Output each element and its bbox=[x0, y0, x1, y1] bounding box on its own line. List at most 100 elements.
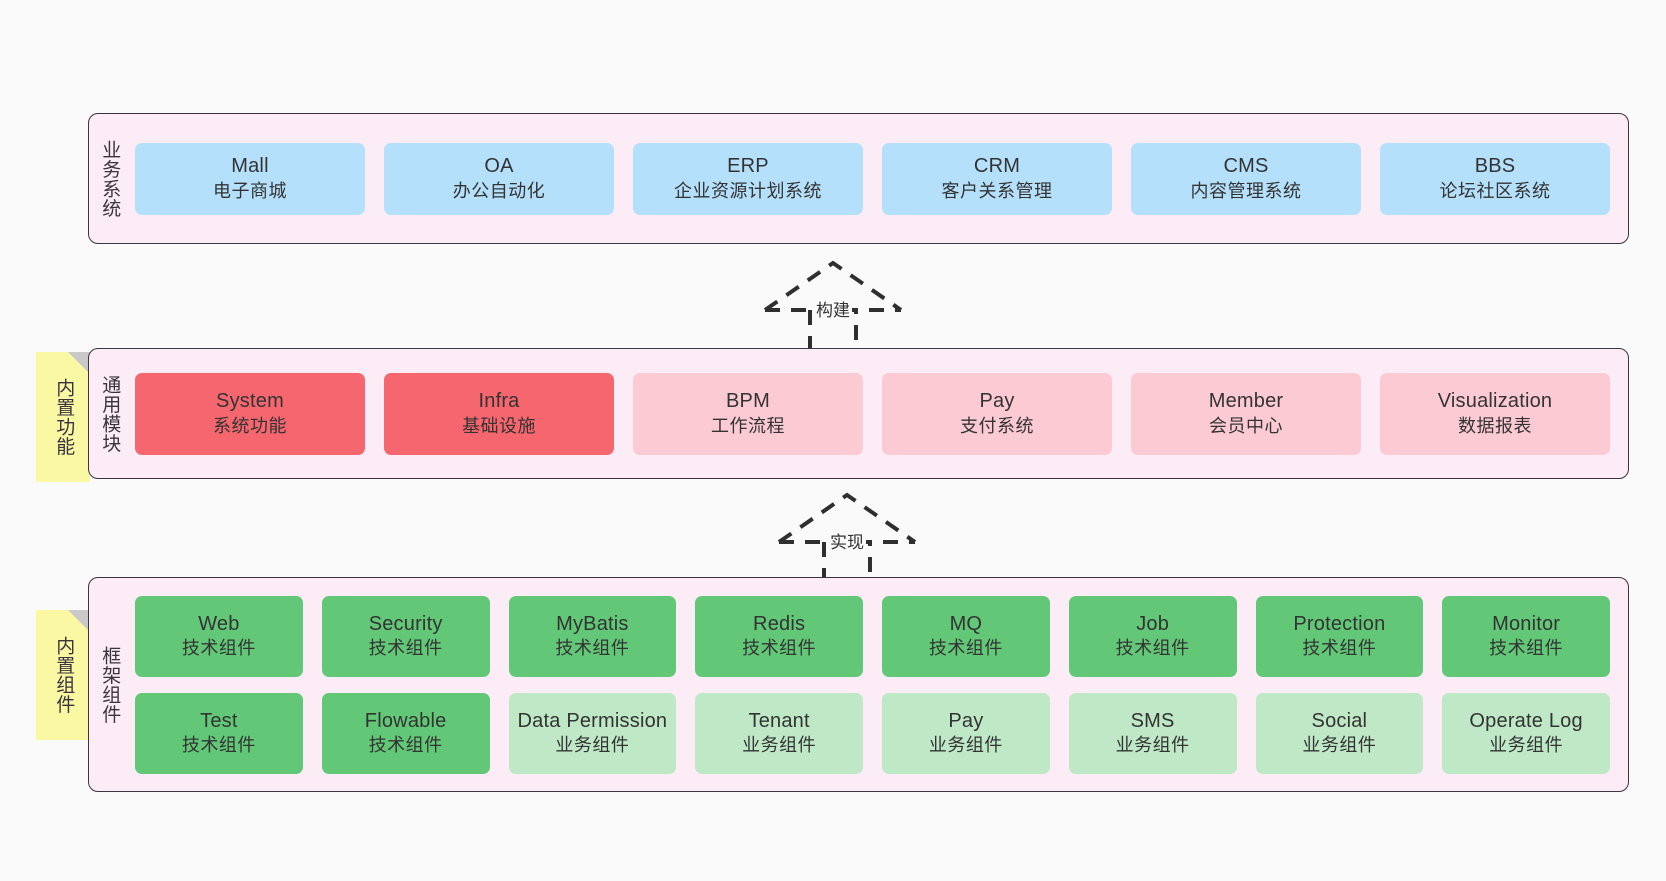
node-label-cn: 技术组件 bbox=[742, 638, 817, 659]
layer-title-framework: 框架组件 bbox=[99, 645, 121, 724]
node-mybatis[interactable]: MyBatis 技术组件 bbox=[508, 595, 677, 677]
node-label-cn: 技术组件 bbox=[368, 638, 443, 659]
node-label-cn: 业务组件 bbox=[742, 735, 817, 756]
node-label-en: Test bbox=[200, 709, 238, 732]
note-builtin-component: 内置组件 bbox=[36, 610, 90, 740]
node-label-cn: 业务组件 bbox=[1115, 735, 1190, 756]
node-row: Web 技术组件 Security 技术组件 MyBatis 技术组件 Redi… bbox=[135, 595, 1610, 677]
node-crm[interactable]: CRM 客户关系管理 bbox=[882, 142, 1112, 215]
node-label-en: SMS bbox=[1130, 709, 1175, 732]
node-label-en: ERP bbox=[727, 155, 769, 178]
layer-business-systems: 业务系统 Mall 电子商城 OA 办公自动化 ERP 企业资源计划系统 CRM… bbox=[88, 113, 1629, 244]
arrow-implement: 实现 bbox=[772, 490, 922, 590]
arrow-build: 构建 bbox=[758, 258, 908, 358]
node-row: Mall 电子商城 OA 办公自动化 ERP 企业资源计划系统 CRM 客户关系… bbox=[135, 142, 1610, 215]
node-label-en: Operate Log bbox=[1469, 709, 1583, 732]
layer-body-framework: Web 技术组件 Security 技术组件 MyBatis 技术组件 Redi… bbox=[129, 578, 1628, 791]
node-operate-log[interactable]: Operate Log 业务组件 bbox=[1442, 692, 1610, 774]
node-label-cn: 数据报表 bbox=[1458, 415, 1532, 436]
arrow-head-outline bbox=[777, 492, 917, 544]
node-mq[interactable]: MQ 技术组件 bbox=[882, 595, 1050, 677]
node-redis[interactable]: Redis 技术组件 bbox=[695, 595, 863, 677]
node-row: System 系统功能 Infra 基础设施 BPM 工作流程 Pay 支付系统… bbox=[135, 372, 1610, 455]
node-member[interactable]: Member 会员中心 bbox=[1131, 372, 1361, 455]
node-label-en: System bbox=[216, 390, 284, 413]
node-security[interactable]: Security 技术组件 bbox=[321, 595, 490, 677]
node-bpm[interactable]: BPM 工作流程 bbox=[633, 372, 863, 455]
node-tenant[interactable]: Tenant 业务组件 bbox=[695, 692, 863, 774]
arrow-label-implement: 实现 bbox=[828, 528, 866, 553]
node-label-en: Data Permission bbox=[517, 709, 668, 732]
node-data-permission[interactable]: Data Permission 业务组件 bbox=[508, 692, 677, 774]
node-label-en: MyBatis bbox=[556, 612, 629, 635]
node-label-en: Tenant bbox=[748, 709, 810, 732]
node-oa[interactable]: OA 办公自动化 bbox=[384, 142, 614, 215]
node-erp[interactable]: ERP 企业资源计划系统 bbox=[633, 142, 863, 215]
node-row: Test 技术组件 Flowable 技术组件 Data Permission … bbox=[135, 692, 1610, 774]
node-job[interactable]: Job 技术组件 bbox=[1068, 595, 1237, 677]
node-label-cn: 技术组件 bbox=[181, 638, 256, 659]
node-label-en: Protection bbox=[1293, 612, 1386, 635]
node-label-cn: 办公自动化 bbox=[452, 180, 546, 201]
node-label-cn: 业务组件 bbox=[555, 735, 630, 756]
node-pay-component[interactable]: Pay 业务组件 bbox=[882, 692, 1050, 774]
node-label-cn: 技术组件 bbox=[928, 638, 1003, 659]
node-mall[interactable]: Mall 电子商城 bbox=[135, 142, 365, 215]
layer-title-business: 业务系统 bbox=[99, 139, 121, 218]
node-label-en: Pay bbox=[948, 709, 984, 732]
layer-common-modules: 通用模块 System 系统功能 Infra 基础设施 BPM 工作流程 Pay… bbox=[88, 348, 1629, 479]
node-web[interactable]: Web 技术组件 bbox=[135, 595, 303, 677]
node-label-cn: 技术组件 bbox=[1302, 638, 1377, 659]
node-label-en: Mall bbox=[231, 155, 269, 178]
layer-framework-components: 框架组件 Web 技术组件 Security 技术组件 MyBatis 技术组件… bbox=[88, 577, 1629, 792]
node-label-en: MQ bbox=[949, 612, 983, 635]
node-label-cn: 内容管理系统 bbox=[1190, 180, 1302, 201]
node-label-en: Social bbox=[1311, 709, 1368, 732]
node-label-cn: 系统功能 bbox=[213, 415, 287, 436]
node-label-en: BBS bbox=[1474, 155, 1516, 178]
node-label-cn: 业务组件 bbox=[1302, 735, 1377, 756]
arrow-label-build: 构建 bbox=[814, 296, 852, 321]
node-label-cn: 基础设施 bbox=[462, 415, 536, 436]
node-bbs[interactable]: BBS 论坛社区系统 bbox=[1380, 142, 1610, 215]
node-cms[interactable]: CMS 内容管理系统 bbox=[1131, 142, 1361, 215]
node-label-en: Infra bbox=[478, 390, 520, 413]
node-pay-module[interactable]: Pay 支付系统 bbox=[882, 372, 1112, 455]
node-social[interactable]: Social 业务组件 bbox=[1255, 692, 1424, 774]
node-flowable[interactable]: Flowable 技术组件 bbox=[321, 692, 490, 774]
layer-body-modules: System 系统功能 Infra 基础设施 BPM 工作流程 Pay 支付系统… bbox=[129, 349, 1628, 478]
node-label-cn: 业务组件 bbox=[1489, 735, 1564, 756]
node-label-en: Member bbox=[1208, 390, 1284, 413]
node-sms[interactable]: SMS 业务组件 bbox=[1068, 692, 1237, 774]
node-label-cn: 客户关系管理 bbox=[941, 180, 1053, 201]
node-test[interactable]: Test 技术组件 bbox=[135, 692, 303, 774]
layer-body-business: Mall 电子商城 OA 办公自动化 ERP 企业资源计划系统 CRM 客户关系… bbox=[129, 114, 1628, 243]
node-infra[interactable]: Infra 基础设施 bbox=[384, 372, 614, 455]
node-label-cn: 支付系统 bbox=[960, 415, 1034, 436]
node-label-cn: 电子商城 bbox=[213, 180, 287, 201]
node-label-cn: 技术组件 bbox=[555, 638, 630, 659]
node-label-en: BPM bbox=[726, 390, 770, 413]
note-builtin-function: 内置功能 bbox=[36, 352, 90, 482]
node-label-en: Web bbox=[198, 612, 240, 635]
node-visualization[interactable]: Visualization 数据报表 bbox=[1380, 372, 1610, 455]
node-label-cn: 技术组件 bbox=[1489, 638, 1564, 659]
node-label-en: OA bbox=[484, 155, 514, 178]
node-label-cn: 论坛社区系统 bbox=[1439, 180, 1551, 201]
node-monitor[interactable]: Monitor 技术组件 bbox=[1442, 595, 1610, 677]
arrow-head-outline bbox=[763, 260, 903, 312]
node-label-en: Flowable bbox=[364, 709, 447, 732]
note-label: 内置功能 bbox=[53, 378, 75, 456]
node-label-en: Visualization bbox=[1437, 390, 1553, 413]
node-label-cn: 技术组件 bbox=[368, 735, 443, 756]
node-system[interactable]: System 系统功能 bbox=[135, 372, 365, 455]
node-label-cn: 业务组件 bbox=[928, 735, 1003, 756]
note-label: 内置组件 bbox=[53, 636, 75, 714]
node-label-en: Redis bbox=[753, 612, 806, 635]
layer-title-modules: 通用模块 bbox=[99, 374, 121, 453]
node-label-cn: 会员中心 bbox=[1209, 415, 1283, 436]
node-label-en: CRM bbox=[973, 155, 1021, 178]
node-label-en: Monitor bbox=[1492, 612, 1561, 635]
node-protection[interactable]: Protection 技术组件 bbox=[1255, 595, 1424, 677]
